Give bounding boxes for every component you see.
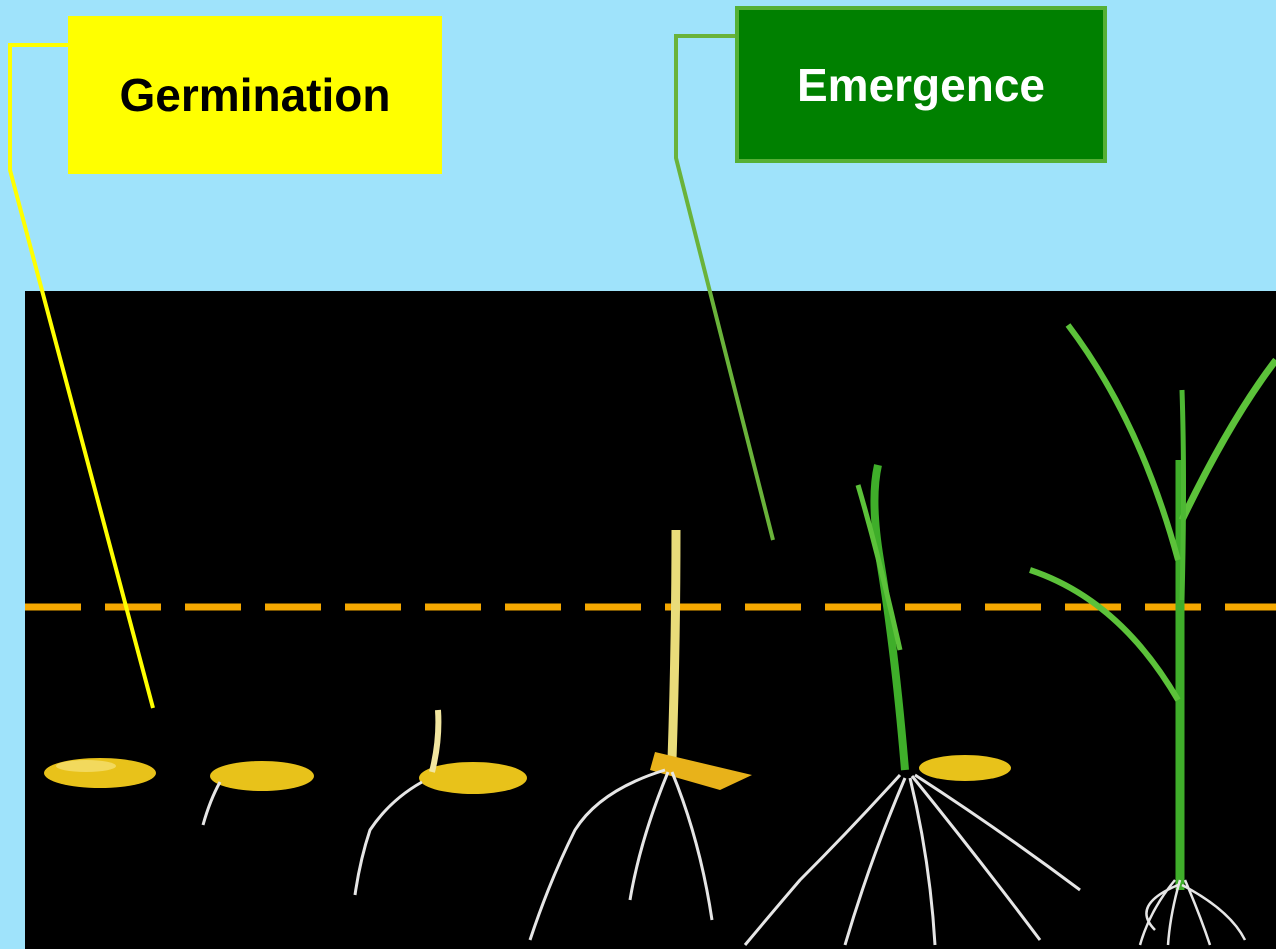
emergence-label: Emergence: [797, 58, 1045, 112]
emergence-label-box: Emergence: [735, 6, 1107, 163]
stage-seedling-emerged: [745, 465, 1080, 945]
stage-dry-seed: [44, 758, 156, 788]
stage-coleoptile-elongated: [530, 530, 752, 940]
germination-label: Germination: [120, 68, 391, 122]
stage-young-plant: [1030, 325, 1276, 945]
germination-label-box: Germination: [68, 16, 442, 174]
stage-coleoptile-emerging: [355, 710, 527, 895]
stage-radicle-emerging: [203, 761, 314, 825]
